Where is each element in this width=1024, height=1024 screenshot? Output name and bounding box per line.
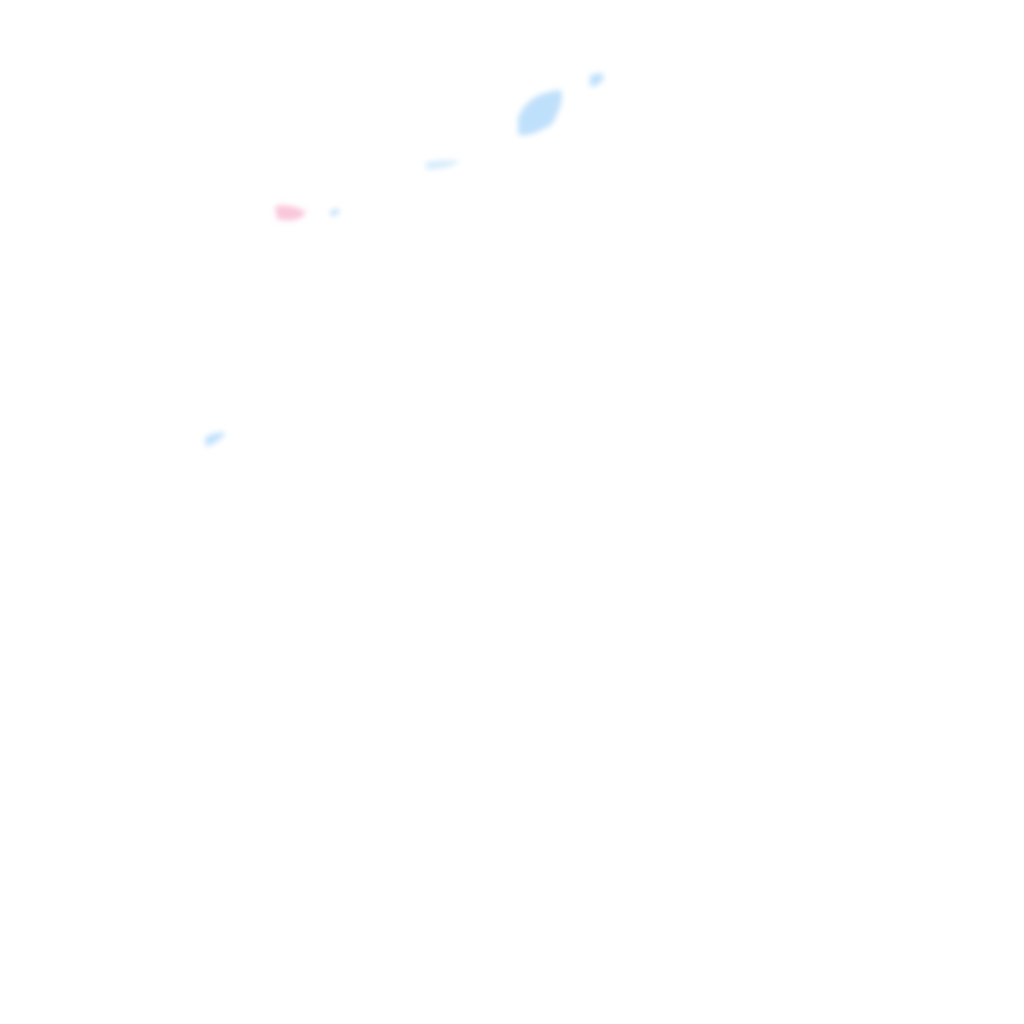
rain-cell (590, 73, 604, 87)
rain-cell (205, 432, 226, 446)
rain-cell (330, 208, 340, 216)
rain-cell (426, 160, 460, 170)
mixed-precipitation-cell (275, 205, 306, 221)
rain-cell (518, 90, 563, 136)
